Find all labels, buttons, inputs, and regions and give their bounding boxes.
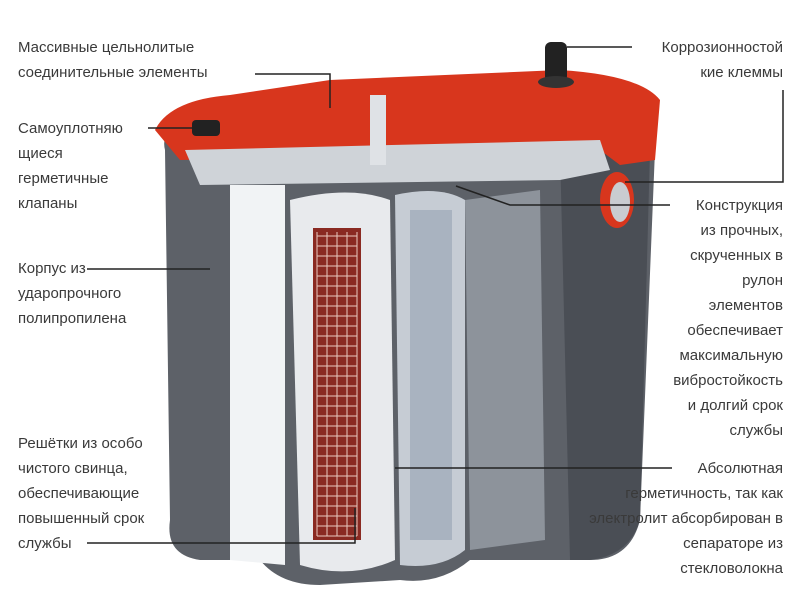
label-line: клапаны (18, 195, 78, 212)
label-line: повышенный срок (18, 510, 145, 527)
label-line: Корпус из (18, 260, 86, 277)
glass-separator (410, 210, 452, 540)
label-line: элементов (708, 297, 783, 314)
label-construction: Конструкция из прочных, скрученных в рул… (673, 193, 783, 443)
leader-lines (87, 46, 784, 544)
label-sealing: Абсолютная герметичность, так как электр… (589, 456, 783, 581)
label-grids: Решётки из особо чистого свинца, обеспеч… (18, 431, 144, 556)
label-line: герметичность, так как (625, 485, 783, 502)
label-line: вибростойкость (673, 372, 783, 389)
terminal-post (545, 42, 567, 82)
label-line: скрученных в (690, 247, 783, 264)
label-line: и долгий срок (687, 397, 783, 414)
label-line: кие клеммы (700, 64, 783, 81)
label-case: Корпус из ударопрочного полипропилена (18, 256, 126, 331)
label-line: сепараторе из (683, 535, 783, 552)
label-valves: Самоуплотняю щиеся герметичные клапаны (18, 116, 123, 216)
label-line: обеспечивает (687, 322, 783, 339)
label-line: Решётки из особо (18, 435, 143, 452)
label-line: полипропилена (18, 310, 127, 327)
label-line: стекловолокна (680, 560, 783, 577)
cell-left (230, 185, 285, 565)
label-line: Самоуплотняю (18, 120, 123, 137)
label-line: ударопрочного (18, 285, 122, 302)
valve-cap (192, 120, 220, 136)
label-line: соединительные элементы (18, 64, 208, 81)
label-line: рулон (742, 272, 783, 289)
label-line: обеспечивающие (18, 485, 140, 502)
label-line: чистого свинца, (18, 460, 128, 477)
label-line: максимальную (679, 347, 783, 364)
label-line: из прочных, (700, 222, 783, 239)
label-line: Массивные цельнолитые (18, 39, 195, 56)
label-connectors: Массивные цельнолитые соединительные эле… (18, 35, 208, 85)
label-line: службы (729, 422, 784, 439)
label-line: Конструкция (695, 197, 783, 214)
label-line: Абсолютная (697, 460, 783, 477)
label-line: герметичные (18, 170, 109, 187)
label-line: щиеся (18, 145, 63, 162)
label-line: Коррозионностой (661, 39, 783, 56)
battery-lid (155, 70, 660, 165)
label-terminals: Коррозионностой кие клеммы (662, 35, 783, 85)
label-line: службы (18, 535, 72, 552)
label-line: электролит абсорбирован в (589, 510, 783, 527)
